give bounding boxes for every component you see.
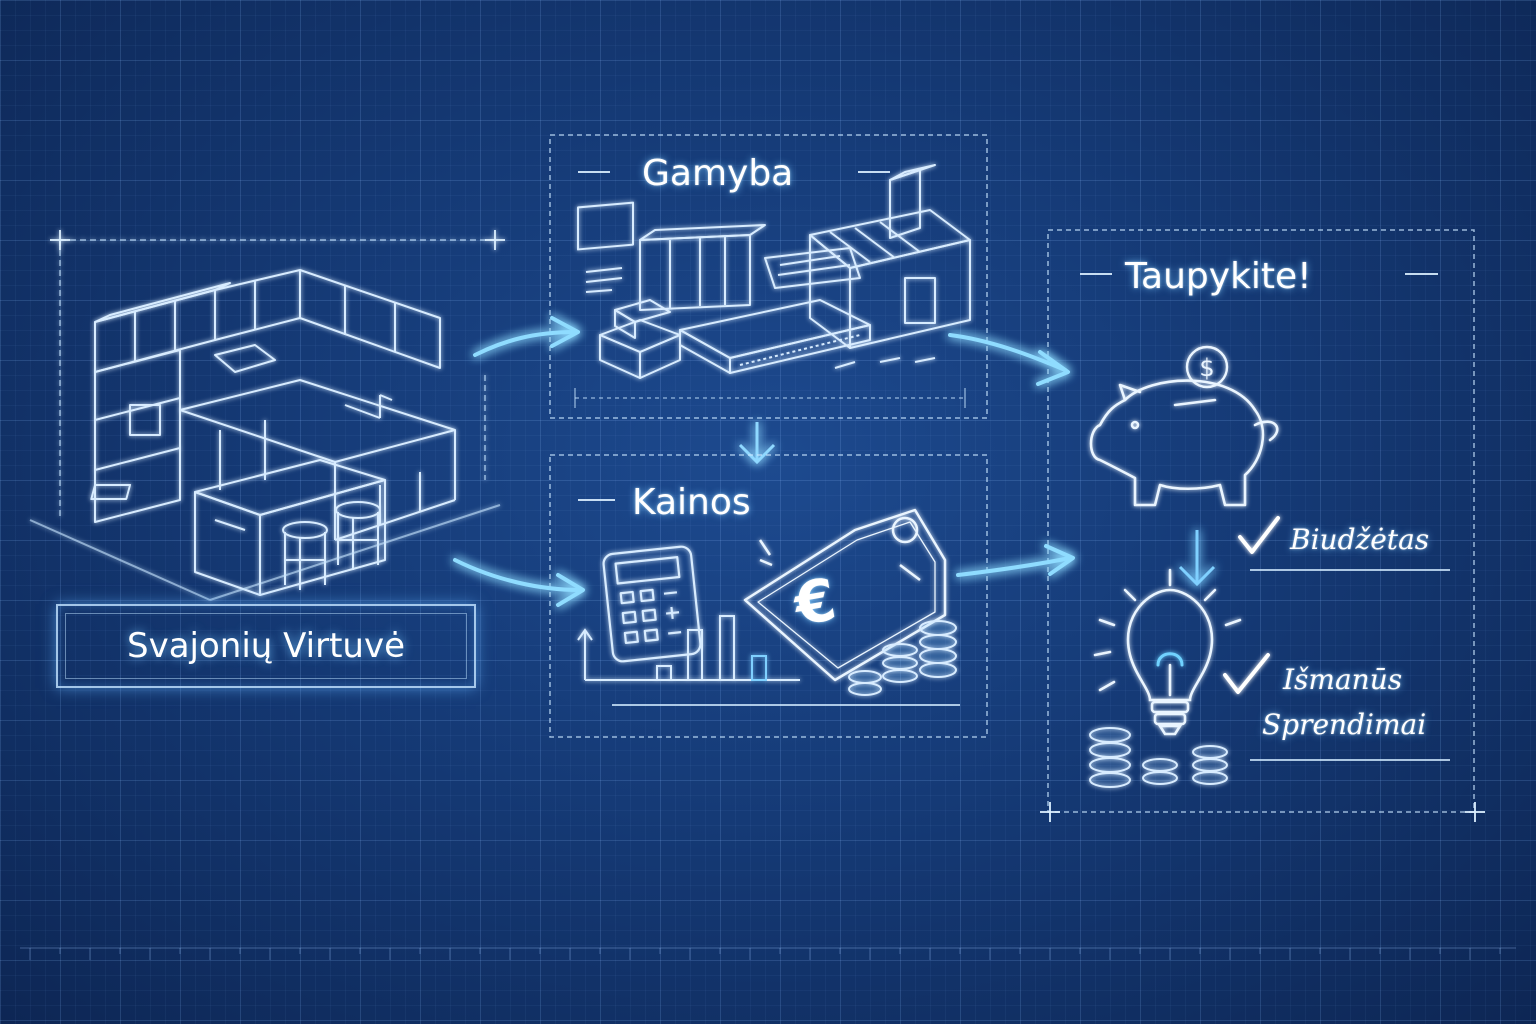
factory-icon: [577, 164, 971, 379]
calculator-icon: [602, 545, 702, 663]
prices-panel-frame: [549, 454, 988, 738]
down-arrow-icon: [738, 422, 776, 465]
savings-label: Taupykite!: [1125, 256, 1312, 297]
flow-arrows: [453, 316, 1075, 607]
savings-down-arrow-icon: [1178, 530, 1216, 587]
page-title: Svajonių Virtuvė: [127, 626, 405, 666]
checkmark-icon: [1238, 516, 1280, 554]
bottom-ruler: [20, 947, 1516, 960]
checklist-item-smart-line1: Išmanūs: [1283, 663, 1403, 696]
price-tag-icon: [743, 508, 947, 682]
checklist-item-smart-line2: Sprendimai: [1262, 708, 1427, 741]
checklist-item-budget: Biudžėtas: [1290, 523, 1430, 556]
coin-stacks-icon: [848, 620, 957, 696]
piggy-bank-icon: [1089, 379, 1279, 507]
lightbulb-icon: [1093, 568, 1242, 736]
production-label: Gamyba: [642, 153, 794, 194]
checkmark-icon: [1223, 653, 1270, 694]
dollar-coin-icon: [1185, 345, 1229, 389]
prices-label: Kainos: [632, 482, 751, 523]
kitchen-drawing-icon: [29, 230, 505, 601]
savings-coins-icon: [1089, 727, 1228, 788]
title-banner: Svajonių Virtuvė: [56, 604, 476, 688]
dollar-symbol: $: [1199, 354, 1214, 382]
production-panel-frame: [549, 134, 988, 419]
bar-chart-icon: [577, 615, 800, 681]
